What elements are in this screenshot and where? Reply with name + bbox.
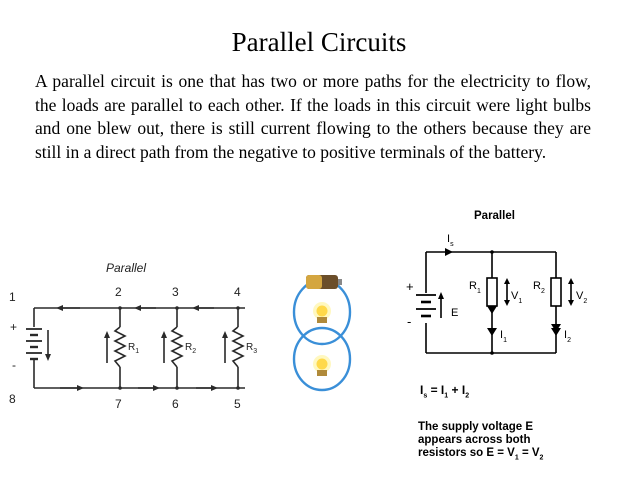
r1-label: R1 (469, 280, 481, 295)
r2-label: R2 (533, 280, 545, 295)
left-circuit-diagram: Parallel 1 2 3 4 8 7 6 5 + - R1 R2 R3 (9, 261, 257, 411)
i2-label: I2 (564, 329, 571, 344)
node-8: 8 (9, 392, 16, 406)
battery-icon (306, 275, 342, 289)
left-diagram-title: Parallel (106, 261, 146, 275)
supply-voltage-note: The supply voltage E appears across both… (418, 421, 544, 462)
battery-plus: + (10, 320, 17, 334)
resistor-label-2: R2 (185, 342, 196, 355)
right-circuit-diagram: Parallel Is + - E R1 R2 V1 V2 I1 I2 (406, 210, 587, 355)
node-6: 6 (172, 397, 179, 411)
right-diagram-title: Parallel (474, 210, 515, 222)
resistor-label-1: R1 (128, 342, 139, 355)
node-3: 3 (172, 285, 179, 299)
supply-e-label: E (451, 307, 458, 319)
battery-minus: - (12, 358, 16, 372)
node-5: 5 (234, 397, 241, 411)
supply-minus: - (407, 314, 411, 329)
resistor-label-3: R3 (246, 342, 257, 355)
node-4: 4 (234, 285, 241, 299)
slide-title: Parallel Circuits (231, 27, 407, 57)
slide-body-text: A parallel circuit is one that has two o… (35, 71, 591, 162)
light-bulb-icon (313, 302, 331, 323)
bulb-loops-illustration (292, 275, 352, 392)
current-equation: Is = I1 + I2 (420, 383, 470, 400)
supply-plus: + (406, 279, 414, 294)
v2-label: V2 (576, 290, 587, 305)
node-7: 7 (115, 397, 122, 411)
node-1: 1 (9, 290, 16, 304)
v1-label: V1 (511, 290, 522, 305)
light-bulb-icon (313, 355, 331, 376)
current-total-label: Is (447, 233, 454, 248)
node-2: 2 (115, 285, 122, 299)
i1-label: I1 (500, 329, 507, 344)
